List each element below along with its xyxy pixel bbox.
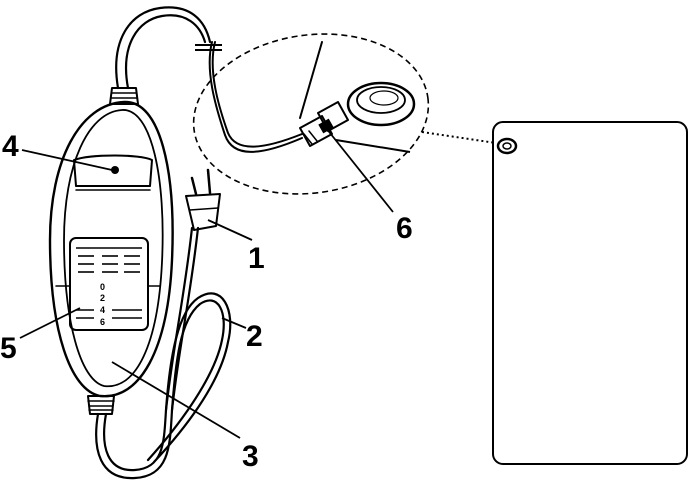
detail-connector: [299, 101, 349, 147]
leader-3: [111, 361, 241, 439]
power-plug: [185, 168, 221, 231]
detail-leader-dotted: [421, 131, 497, 144]
detail-cable: [208, 41, 303, 153]
leader-1: [207, 219, 253, 241]
callout-3: 3: [242, 440, 259, 473]
heat-dial: [69, 237, 149, 331]
indicator-light: [111, 166, 119, 174]
leader-6: [325, 127, 394, 213]
callout-1: 1: [248, 242, 265, 275]
indicator-window: [73, 154, 153, 187]
upper-cord: [115, 6, 212, 90]
dial-ribs: [76, 247, 142, 319]
callout-5: 5: [0, 332, 17, 365]
callout-2: 2: [246, 320, 263, 353]
dial-scale-6: 6: [100, 317, 105, 327]
strain-relief-bottom: [87, 395, 115, 415]
leader-4: [21, 149, 113, 171]
dial-scale-0: 0: [100, 282, 105, 292]
detail-socket: [346, 81, 416, 127]
leader-2: [221, 317, 247, 329]
callout-6: 6: [396, 212, 413, 245]
leader-5: [19, 307, 81, 339]
heating-pad: [492, 121, 688, 465]
pad-socket-icon: [496, 137, 518, 155]
controller: 0 2 4 6: [48, 100, 174, 398]
callout-4: 4: [2, 130, 19, 163]
detail-magnifier: [192, 33, 430, 195]
dial-scale-2: 2: [100, 293, 105, 303]
dial-scale-4: 4: [100, 305, 105, 315]
